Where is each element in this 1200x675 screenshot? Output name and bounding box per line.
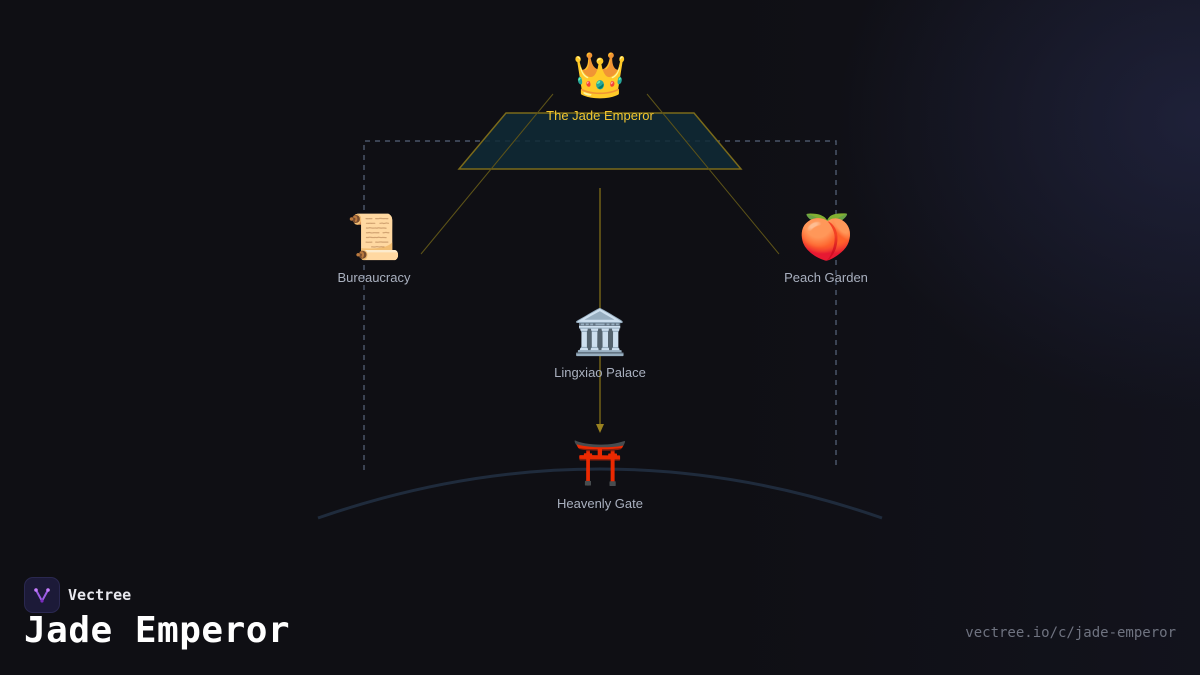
- horizon-arc: [317, 467, 883, 520]
- vectree-logo-icon: [24, 577, 60, 613]
- page-url[interactable]: vectree.io/c/jade-emperor: [965, 625, 1176, 641]
- node-label-lingxiao-palace: Lingxiao Palace: [554, 365, 646, 380]
- node-label-peach-garden: Peach Garden: [784, 270, 868, 285]
- connector-emperor-peach-garden: [646, 93, 780, 255]
- node-jade-emperor[interactable]: 👑 The Jade Emperor: [546, 50, 654, 123]
- torii-gate-icon: ⛩️: [572, 438, 628, 489]
- heavenly-platform: [457, 112, 743, 170]
- brand[interactable]: Vectree: [24, 577, 131, 613]
- crown-icon: 👑: [572, 50, 628, 101]
- node-bureaucracy[interactable]: 📜 Bureaucracy: [338, 212, 411, 285]
- node-label-heavenly-gate: Heavenly Gate: [557, 496, 643, 511]
- connector-emperor-bureaucracy: [420, 93, 554, 255]
- node-lingxiao-palace[interactable]: 🏛️ Lingxiao Palace: [554, 307, 646, 380]
- connector-arrowhead: [596, 424, 604, 433]
- node-peach-garden[interactable]: 🍑 Peach Garden: [784, 212, 868, 285]
- peach-icon: 🍑: [798, 212, 854, 263]
- brand-name: Vectree: [68, 586, 132, 604]
- page-title: Jade Emperor: [24, 610, 291, 651]
- node-label-jade-emperor: The Jade Emperor: [546, 108, 654, 123]
- node-heavenly-gate[interactable]: ⛩️ Heavenly Gate: [557, 438, 643, 511]
- node-label-bureaucracy: Bureaucracy: [337, 270, 411, 285]
- palace-icon: 🏛️: [572, 307, 628, 358]
- scroll-icon: 📜: [346, 212, 402, 263]
